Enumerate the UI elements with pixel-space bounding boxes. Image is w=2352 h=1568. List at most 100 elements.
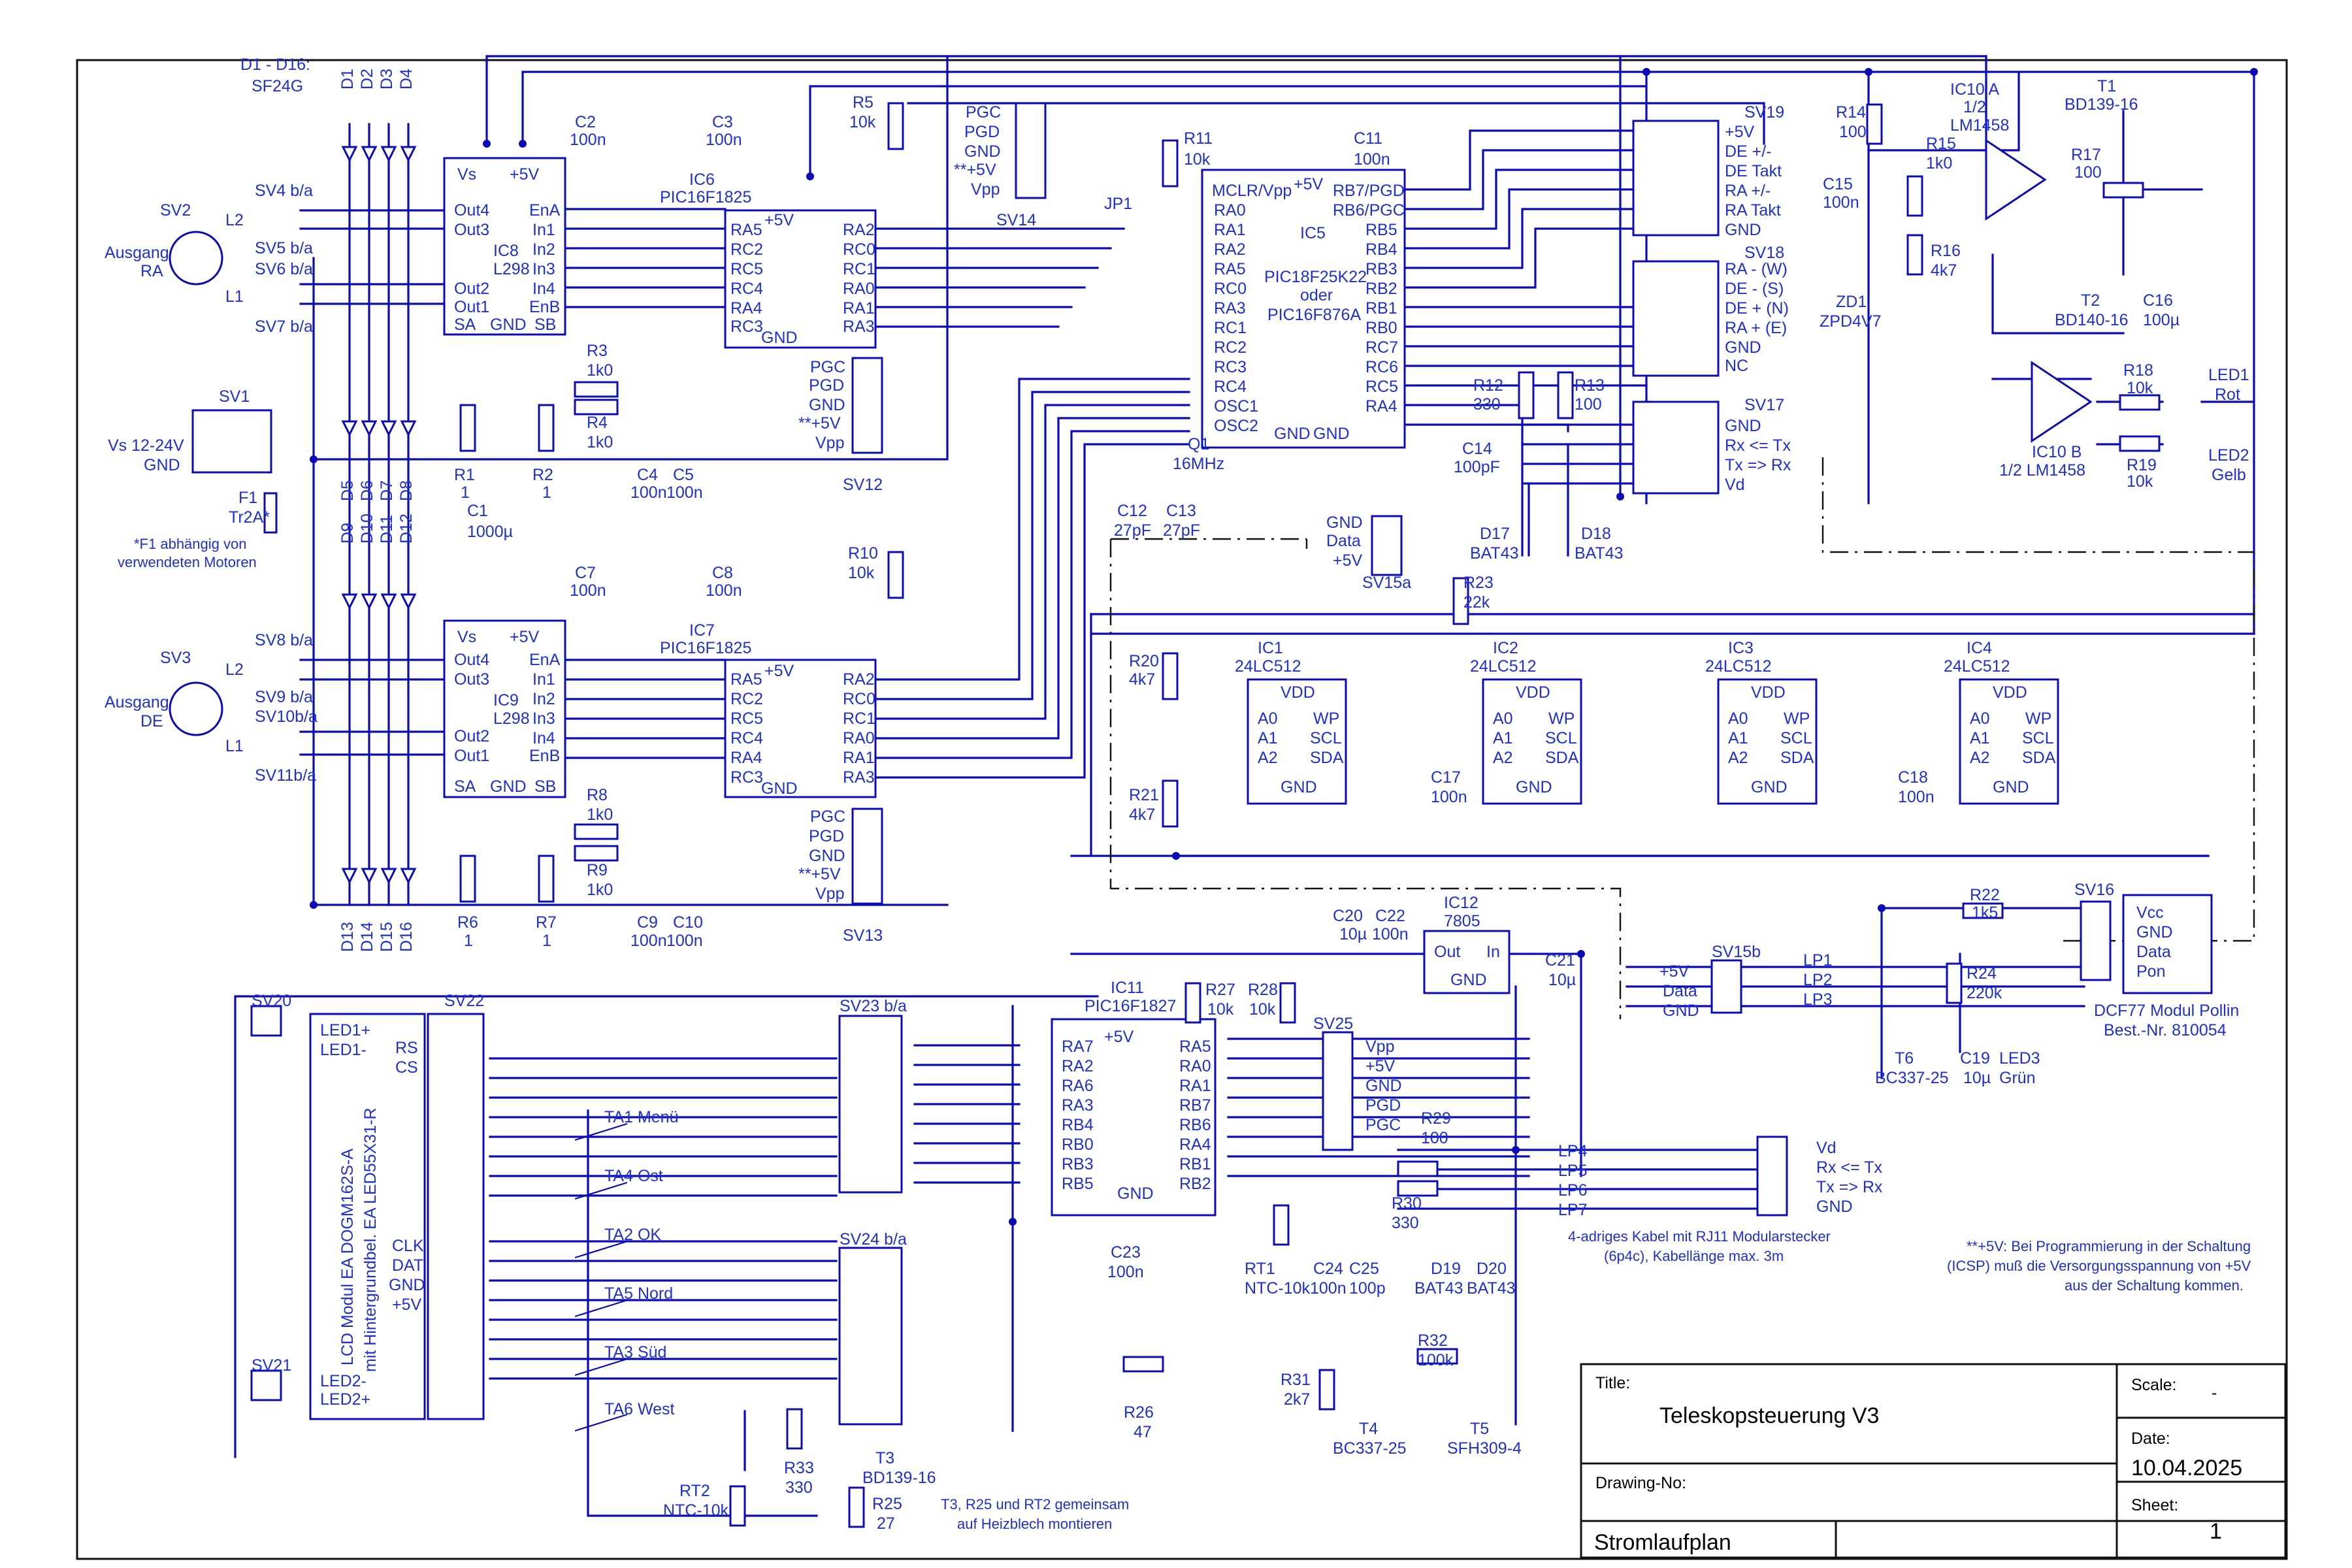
svg-text:SV16: SV16 — [2074, 881, 2114, 899]
svg-text:LED3: LED3 — [1999, 1049, 2040, 1068]
svg-text:SV15a: SV15a — [1362, 574, 1411, 592]
svg-text:D18: D18 — [1581, 525, 1611, 543]
ic12-body — [1423, 930, 1511, 994]
svg-text:EnA: EnA — [529, 201, 561, 220]
svg-text:RB0: RB0 — [1365, 319, 1397, 337]
svg-text:PIC16F1825: PIC16F1825 — [660, 188, 751, 206]
r3-body — [574, 381, 619, 398]
svg-text:DE Takt: DE Takt — [1725, 162, 1782, 180]
svg-text:R17: R17 — [2071, 146, 2101, 164]
svg-text:A0: A0 — [1258, 710, 1278, 728]
r23-body — [1452, 577, 1469, 625]
svg-text:MCLR/Vpp: MCLR/Vpp — [1212, 182, 1292, 200]
svg-text:PGD: PGD — [964, 123, 1000, 141]
svg-text:A0: A0 — [1493, 710, 1513, 728]
svg-text:SV7 b/a: SV7 b/a — [255, 318, 313, 336]
svg-text:T3, R25 und RT2 gemeinsam: T3, R25 und RT2 gemeinsam — [941, 1496, 1129, 1512]
r8-body — [574, 823, 619, 840]
svg-text:Out4: Out4 — [454, 651, 489, 669]
svg-text:LCD Modul EA DOGM162S-A: LCD Modul EA DOGM162S-A — [338, 1149, 357, 1365]
d14-label: D14 — [358, 922, 376, 952]
ic6-body — [724, 209, 877, 349]
svg-text:GND: GND — [490, 777, 527, 796]
svg-text:RC0: RC0 — [1214, 280, 1247, 298]
diodes-type-label: SF24G — [252, 77, 303, 95]
svg-text:RA0: RA0 — [1179, 1057, 1211, 1075]
r18-body — [2119, 394, 2161, 411]
svg-text:100n: 100n — [1823, 193, 1859, 212]
svg-text:10k: 10k — [848, 564, 875, 582]
sv14-body — [1015, 102, 1047, 199]
drawing-no-label: Drawing-No: — [1595, 1474, 1686, 1492]
svg-text:100n: 100n — [570, 131, 606, 149]
svg-text:SA: SA — [454, 316, 476, 334]
svg-text:RA4: RA4 — [1365, 397, 1397, 416]
sv18-body — [1632, 260, 1720, 377]
svg-text:A2: A2 — [1728, 749, 1748, 767]
svg-text:RB1: RB1 — [1365, 299, 1397, 318]
svg-text:C13: C13 — [1166, 502, 1196, 520]
svg-text:VDD: VDD — [1751, 683, 1786, 702]
svg-text:Out2: Out2 — [454, 727, 489, 745]
r5-body — [887, 102, 904, 150]
svg-text:WP: WP — [1784, 710, 1810, 728]
svg-text:7805: 7805 — [1444, 912, 1480, 930]
svg-text:L1: L1 — [225, 737, 244, 755]
svg-text:RA + (E): RA + (E) — [1725, 319, 1787, 337]
svg-text:RB3: RB3 — [1062, 1155, 1094, 1173]
svg-text:Out1: Out1 — [454, 298, 489, 316]
svg-text:TA5 Nord: TA5 Nord — [604, 1284, 673, 1303]
svg-text:RB4: RB4 — [1062, 1116, 1094, 1134]
svg-text:RA1: RA1 — [843, 749, 875, 767]
svg-text:A2: A2 — [1493, 749, 1513, 767]
svg-text:SV13: SV13 — [843, 926, 883, 945]
svg-text:100n: 100n — [1354, 150, 1390, 169]
svg-text:C22: C22 — [1375, 907, 1405, 925]
svg-text:R22: R22 — [1970, 886, 2000, 904]
svg-text:1/2: 1/2 — [1963, 98, 1986, 116]
svg-text:SV18: SV18 — [1744, 244, 1784, 262]
svg-text:GND: GND — [1516, 778, 1552, 796]
scale-value: - — [2212, 1384, 2217, 1402]
svg-text:Tx => Rx: Tx => Rx — [1725, 456, 1791, 474]
svg-text:A2: A2 — [1970, 749, 1990, 767]
sv17-body — [1632, 400, 1720, 495]
svg-text:R27: R27 — [1205, 981, 1235, 999]
svg-text:LP4: LP4 — [1558, 1142, 1588, 1160]
svg-text:T3: T3 — [875, 1449, 894, 1467]
svg-text:RA2: RA2 — [1214, 240, 1246, 259]
svg-text:C14: C14 — [1462, 440, 1492, 458]
svg-text:+5V: +5V — [1104, 1028, 1134, 1046]
r2-body — [538, 404, 555, 452]
svg-text:330: 330 — [1473, 395, 1501, 414]
svg-text:SCL: SCL — [2022, 729, 2054, 747]
svg-text:EnB: EnB — [529, 747, 560, 765]
svg-text:BAT43: BAT43 — [1575, 544, 1624, 563]
svg-text:R9: R9 — [587, 861, 608, 879]
svg-text:LP1: LP1 — [1803, 951, 1832, 970]
svg-text:IC10 A: IC10 A — [1950, 80, 1999, 99]
svg-text:220k: 220k — [1967, 984, 2002, 1002]
svg-text:PGD: PGD — [809, 376, 844, 395]
svg-text:1k0: 1k0 — [587, 361, 613, 380]
svg-text:PGC: PGC — [810, 358, 845, 376]
sv12-body — [851, 357, 883, 454]
svg-text:24LC512: 24LC512 — [1705, 657, 1771, 676]
svg-text:In2: In2 — [532, 690, 555, 708]
d9-label: D9 — [338, 523, 357, 544]
svg-text:RA2: RA2 — [843, 670, 875, 689]
svg-text:100p: 100p — [1349, 1279, 1386, 1298]
svg-text:A1: A1 — [1493, 729, 1513, 747]
svg-text:RA3: RA3 — [1214, 299, 1246, 318]
svg-text:SV14: SV14 — [996, 211, 1036, 229]
sv3-label: SV3 — [160, 649, 191, 667]
svg-text:C18: C18 — [1898, 768, 1928, 787]
svg-text:R19: R19 — [2127, 456, 2157, 474]
svg-text:DAT: DAT — [392, 1256, 423, 1275]
r24-body — [1946, 962, 1963, 1004]
svg-text:SV19: SV19 — [1744, 103, 1784, 122]
svg-text:In2: In2 — [532, 240, 555, 259]
svg-text:SV25: SV25 — [1313, 1015, 1353, 1033]
svg-text:SCL: SCL — [1780, 729, 1812, 747]
svg-text:PIC16F1827: PIC16F1827 — [1085, 997, 1176, 1015]
